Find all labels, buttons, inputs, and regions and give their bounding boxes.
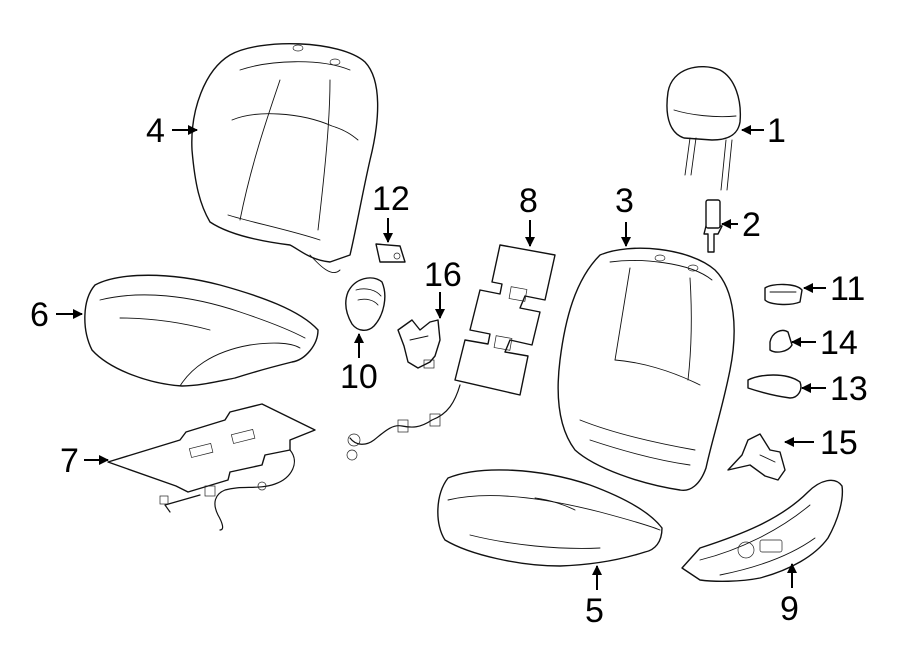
part-13-lever — [747, 374, 802, 399]
callout-7: 7 — [60, 442, 79, 480]
callout-5: 5 — [585, 592, 604, 630]
part-15-bracket — [727, 433, 786, 481]
part-8-seatback-heater-mat — [346, 244, 556, 461]
part-7-seat-heater-mat — [107, 403, 316, 531]
callout-13: 13 — [830, 370, 868, 408]
part-4-seatback-cover — [191, 43, 379, 274]
part-1-headrest — [666, 66, 742, 191]
part-6-seat-cushion-cover — [84, 274, 319, 387]
callout-4: 4 — [146, 112, 165, 150]
callout-10: 10 — [340, 358, 378, 396]
callout-labels: 1 2 3 4 5 6 7 8 9 10 11 12 13 14 15 16 — [30, 112, 868, 630]
callout-2: 2 — [742, 206, 761, 244]
leader-arrows — [56, 125, 826, 590]
callout-3: 3 — [615, 182, 634, 220]
callout-16: 16 — [424, 256, 462, 294]
callout-1: 1 — [767, 112, 786, 150]
part-5-seat-cushion-frame — [437, 469, 663, 567]
callout-11: 11 — [830, 270, 865, 308]
part-2-headrest-guide — [703, 199, 723, 253]
part-3-seatback-frame — [557, 247, 735, 492]
part-14-knob — [769, 329, 793, 353]
callout-14: 14 — [820, 324, 858, 362]
part-11-switch — [764, 283, 803, 306]
callout-15: 15 — [820, 424, 858, 462]
callout-6: 6 — [30, 296, 49, 334]
callout-12: 12 — [372, 180, 410, 218]
part-9-side-shield — [681, 479, 844, 583]
part-10-cover — [344, 277, 386, 331]
part-16-bracket — [397, 319, 441, 369]
callout-8: 8 — [519, 182, 538, 220]
callout-9: 9 — [780, 590, 799, 628]
part-12-clip — [375, 243, 406, 263]
